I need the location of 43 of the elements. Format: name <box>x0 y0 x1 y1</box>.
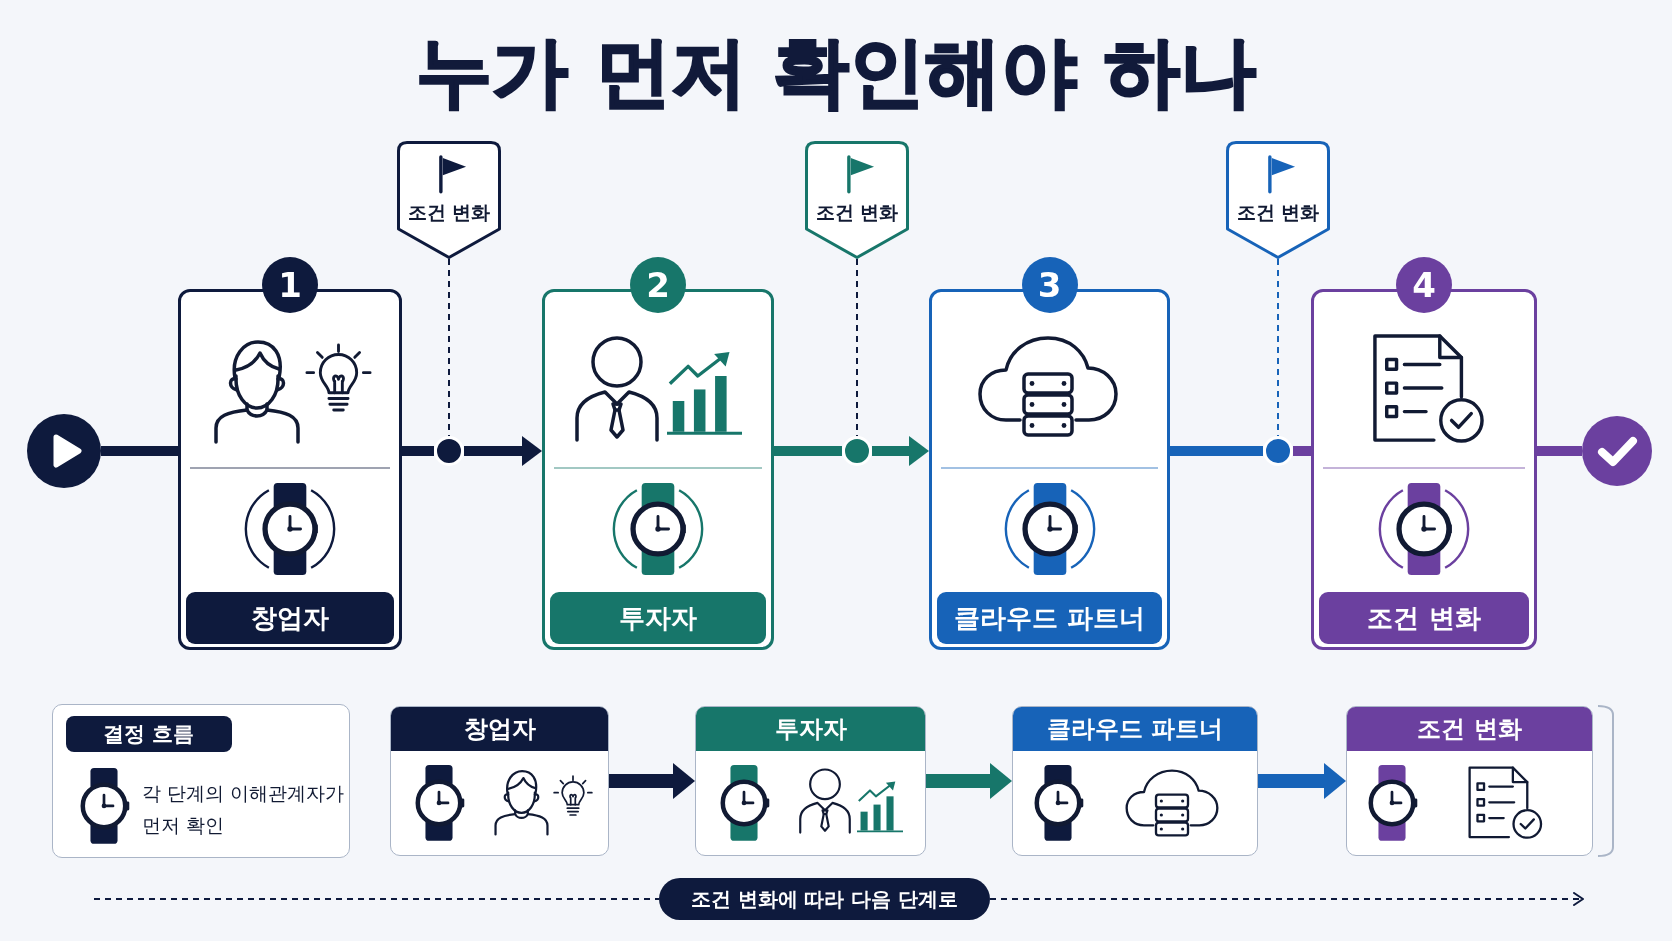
dashed-line <box>93 898 660 900</box>
title: 누가 먼저 확인해야 하나 <box>416 30 1256 114</box>
callout-text: 조건 변화 <box>815 200 899 225</box>
info-card <box>52 704 350 858</box>
arrow <box>1258 763 1346 799</box>
card-header: 조건 변화 <box>1347 707 1592 751</box>
timeline-dot <box>842 436 872 466</box>
summary-card <box>390 706 609 856</box>
connector-line <box>774 446 842 456</box>
connector-line <box>1293 446 1311 456</box>
connector-line <box>101 446 178 456</box>
summary-card <box>1346 706 1593 856</box>
step-number: 1 <box>262 257 318 313</box>
step-number: 4 <box>1396 257 1452 313</box>
card-header: 투자자 <box>696 707 925 751</box>
card-header: 창업자 <box>391 707 608 751</box>
arrow <box>609 763 695 799</box>
dashed-arrow <box>989 892 1584 906</box>
stage-name-bar: 창업자 <box>186 592 394 644</box>
callout-text: 조건 변화 <box>1236 200 1320 225</box>
connector-line <box>1170 446 1263 456</box>
callout-text: 조건 변화 <box>407 200 491 225</box>
connector-line <box>402 446 434 456</box>
arrow <box>872 436 929 466</box>
card-header: 클라우드 파트너 <box>1013 707 1257 751</box>
flow-label: 조건 변화에 따라 다음 단계로 <box>659 878 990 920</box>
stage-name-bar: 클라우드 파트너 <box>937 592 1162 644</box>
connector-line <box>1537 446 1582 456</box>
timeline-dot <box>434 436 464 466</box>
step-number: 2 <box>630 257 686 313</box>
summary-card <box>1012 706 1258 856</box>
card-heading: 결정 흐름 <box>65 715 232 752</box>
timeline-dot <box>1263 436 1293 466</box>
callout-tag <box>805 141 909 259</box>
step-number: 3 <box>1021 257 1078 313</box>
stage-name-bar: 조건 변화 <box>1319 592 1529 644</box>
callout-tag <box>1226 141 1330 259</box>
arrow <box>926 763 1012 799</box>
arrow <box>464 436 542 466</box>
callout-tag <box>397 141 501 259</box>
description-text: 각 단계의 이해관계자가 먼저 확인 <box>141 781 345 838</box>
summary-card <box>695 706 926 856</box>
stage-name-bar: 투자자 <box>550 592 766 644</box>
